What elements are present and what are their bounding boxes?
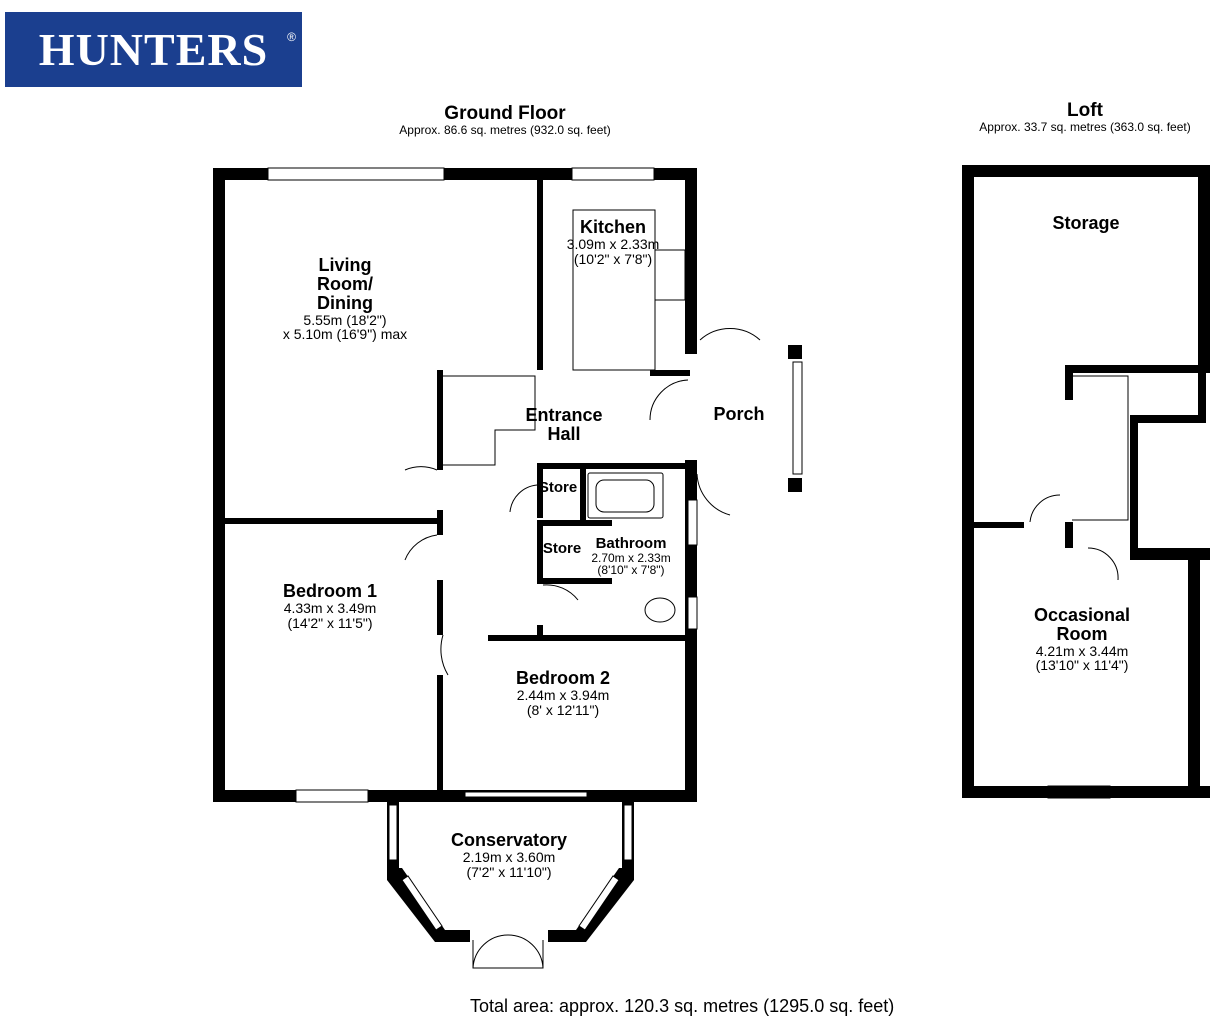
room-living-dining: Living Room/ Dining 5.55m (18'2") x 5.10… [283,256,407,342]
room-dimensions: 2.44m x 3.94m [516,686,610,703]
room-dimensions: (8'10" x 7'8") [597,563,665,578]
room-dimensions: 2.19m x 3.60m [462,848,556,865]
room-dimensions: 4.21m x 3.44m [1035,642,1129,659]
room-name: Kitchen [579,217,647,237]
ground-floor-area: Approx. 86.6 sq. metres (932.0 sq. feet) [399,122,611,137]
room-store-1: Store [538,479,578,496]
loft-stairs [1072,375,1129,521]
room-dimensions: (8' x 12'11") [526,701,600,718]
loft-title: Loft [1067,100,1103,121]
hob [654,249,686,301]
ground-floor-stairs [443,375,536,466]
room-bedroom-2: Bedroom 2 2.44m x 3.94m (8' x 12'11") [516,669,610,717]
room-name: Occasional [1033,605,1131,625]
room-dimensions: (7'2" x 11'10") [466,863,552,880]
conservatory-windows [388,791,633,931]
room-entrance-hall: Entrance Hall [525,406,602,444]
room-store-2: Store [542,540,582,557]
room-conservatory: Conservatory 2.19m x 3.60m (7'2" x 11'10… [451,831,567,879]
loft-walls [962,165,1210,798]
room-name: Room [1056,623,1108,644]
hunters-logo: HUNTERS ® [5,12,302,87]
room-dimensions: 5.55m (18'2") [303,311,387,328]
registered-mark: ® [287,30,296,44]
bath [587,472,664,519]
loft-door-swings [1029,494,1119,581]
room-dimensions: (14'2" x 11'5") [287,614,373,631]
room-porch: Porch [713,405,764,424]
room-occasional: Occasional Room 4.21m x 3.44m (13'10" x … [1034,606,1130,673]
fixtures-doors-stairs [404,209,1129,969]
room-dimensions: (10'2" x 7'8") [573,250,653,267]
room-name: Porch [713,404,765,424]
room-bathroom: Bathroom 2.70m x 2.33m (8'10" x 7'8") [591,536,670,577]
room-name: Storage [1052,213,1120,233]
room-name: Bathroom [595,535,667,552]
room-name: Bedroom 2 [515,668,611,688]
total-area: Total area: approx. 120.3 sq. metres (12… [470,996,895,1016]
room-name: Room/ [316,273,373,294]
room-dimensions: (13'10" x 11'4") [1035,657,1129,674]
room-dimensions: 3.09m x 2.33m [566,235,660,252]
room-bedroom-1: Bedroom 1 4.33m x 3.49m (14'2" x 11'5") [283,582,377,630]
loft-heading: Loft Approx. 33.7 sq. metres (363.0 sq. … [979,101,1190,134]
room-name: Entrance [525,405,603,425]
room-name: Conservatory [450,830,568,850]
room-dimensions: 4.33m x 3.49m [283,599,377,616]
ground-floor-heading: Ground Floor Approx. 86.6 sq. metres (93… [399,104,610,137]
room-name: Hall [547,423,581,444]
room-storage: Storage [1052,214,1119,233]
loft-area: Approx. 33.7 sq. metres (363.0 sq. feet) [979,119,1191,134]
room-name: Living [318,255,372,275]
room-kitchen: Kitchen 3.09m x 2.33m (10'2" x 7'8") [567,218,660,266]
room-dimensions: x 5.10m (16'9") max [282,326,408,343]
conservatory-doors [472,934,544,969]
room-name: Bedroom 1 [282,581,378,601]
ground-floor-title: Ground Floor [444,103,566,124]
door-swings [404,466,579,676]
porch-door-swings [649,328,761,516]
room-dimensions: 2.70m x 2.33m [591,550,671,565]
room-name: Dining [316,292,373,313]
logo-text: HUNTERS [38,24,269,75]
toilet [644,597,676,623]
